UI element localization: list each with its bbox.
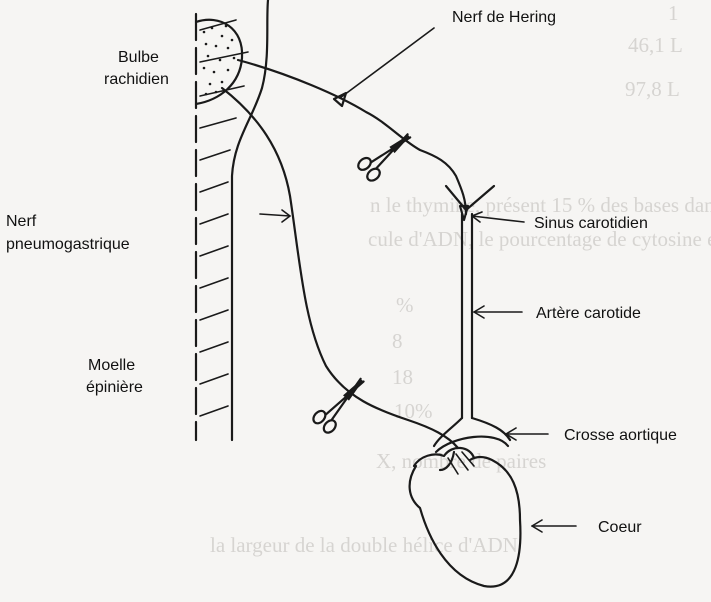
- label-sinus-carotidien: Sinus carotidien: [534, 215, 648, 232]
- bleed-line-1: 1: [668, 1, 679, 25]
- spinal-hatching: [200, 20, 248, 416]
- leader-hering: [340, 28, 434, 98]
- bleed-line-6: %: [396, 293, 414, 317]
- scissors-icon-upper: [356, 127, 417, 183]
- leader-pneumo: [260, 214, 290, 216]
- label-crosse-aortique: Crosse aortique: [564, 427, 677, 444]
- bleed-through-text: 1 46,1 L 97,8 L n le thymine, présent 15…: [210, 1, 711, 557]
- bleed-line-8: 18: [392, 365, 413, 389]
- bleed-line-2: 46,1 L: [628, 33, 683, 57]
- bleed-line-11: la largeur de la double hélice d'ADN: [210, 533, 518, 557]
- labels: Bulbe rachidien Nerf de Hering Nerf pneu…: [6, 9, 677, 536]
- label-bulbe-line2: rachidien: [104, 71, 169, 88]
- scissors-icon-lower: [311, 372, 371, 435]
- label-nerf-hering: Nerf de Hering: [452, 9, 556, 26]
- label-moelle-line2: épinière: [86, 379, 143, 396]
- bleed-line-7: 8: [392, 329, 403, 353]
- bleed-line-3: 97,8 L: [625, 77, 680, 101]
- bleed-line-4: n le thymine, présent 15 % des bases dan…: [370, 193, 711, 217]
- label-bulbe-line1: Bulbe: [118, 49, 159, 66]
- label-nerf-pneumo-line1: Nerf: [6, 213, 37, 230]
- label-artere-carotide: Artère carotide: [536, 305, 641, 322]
- spinal-cord-right-edge: [232, 0, 268, 440]
- label-nerf-pneumo-line2: pneumogastrique: [6, 236, 130, 253]
- label-coeur: Coeur: [598, 519, 642, 536]
- label-moelle-line1: Moelle: [88, 357, 135, 374]
- nerf-pneumogastrique-path: [222, 88, 458, 448]
- bleed-line-9: 10%: [394, 399, 433, 423]
- nerf-de-hering-path: [238, 60, 466, 214]
- carotid-artery: [434, 186, 510, 446]
